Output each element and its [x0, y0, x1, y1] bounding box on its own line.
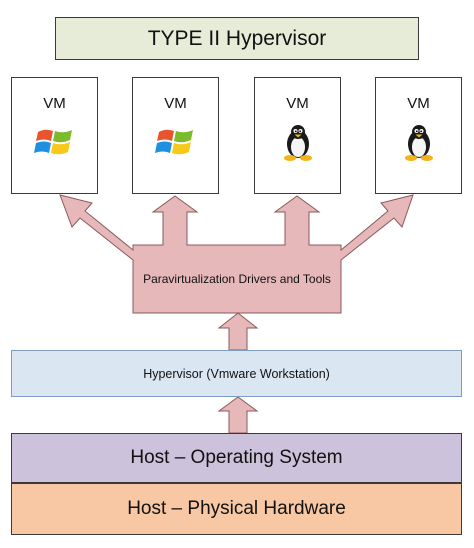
vm-box-1: VM	[11, 77, 98, 194]
vm-label: VM	[164, 95, 187, 112]
arrow-hypervisor-to-paravirt	[217, 312, 259, 351]
hypervisor-layer: Hypervisor (Vmware Workstation)	[11, 350, 462, 397]
host-os-layer: Host – Operating System	[11, 433, 462, 483]
diagram-title: TYPE II Hypervisor	[55, 17, 419, 60]
vm-box-4: VM	[375, 77, 462, 194]
vm-label: VM	[407, 95, 430, 112]
windows-logo-icon	[154, 129, 193, 155]
vm-box-3: VM	[254, 77, 341, 194]
vm-label: VM	[43, 95, 66, 112]
vm-label: VM	[286, 95, 309, 112]
windows-logo-icon	[33, 129, 72, 155]
linux-tux-icon	[283, 125, 312, 161]
host-hardware-layer: Host – Physical Hardware	[11, 483, 462, 535]
vm-box-2: VM	[132, 77, 219, 194]
paravirtualization-layer: Paravirtualization Drivers and Tools	[143, 272, 331, 286]
linux-tux-icon	[404, 125, 433, 161]
paravirt-arrow-group	[59, 194, 414, 314]
arrow-hostos-to-hypervisor	[217, 396, 259, 434]
